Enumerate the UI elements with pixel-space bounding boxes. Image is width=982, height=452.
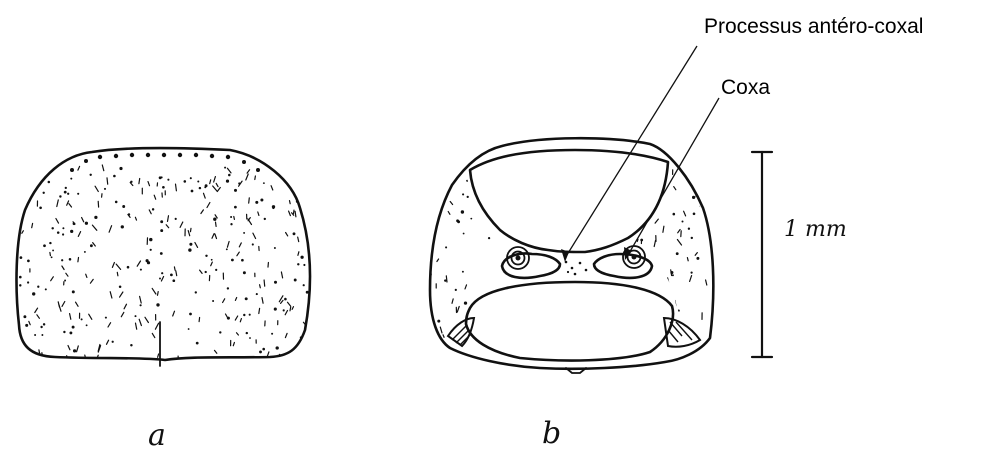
figure-b-median-stipple	[565, 261, 588, 276]
figure-b-left-stippling	[431, 165, 513, 338]
figure-a-dotted-margin	[70, 153, 260, 172]
figure-b-label: b	[542, 416, 561, 451]
figure-a-label: a	[148, 418, 166, 452]
leader-coxa	[628, 98, 719, 255]
figure-a-sclerite	[17, 148, 311, 366]
label-coxa: Coxa	[721, 76, 770, 99]
figure-a-outline	[17, 148, 311, 360]
label-processus-antero-coxal: Processus antéro-coxal	[704, 15, 923, 38]
scale-bar-label: 1 mm	[784, 217, 847, 242]
figure-a-stippling	[19, 165, 309, 363]
figure-b-lower-window	[466, 282, 673, 360]
leader-processus	[565, 46, 697, 258]
scale-bar	[752, 152, 772, 357]
